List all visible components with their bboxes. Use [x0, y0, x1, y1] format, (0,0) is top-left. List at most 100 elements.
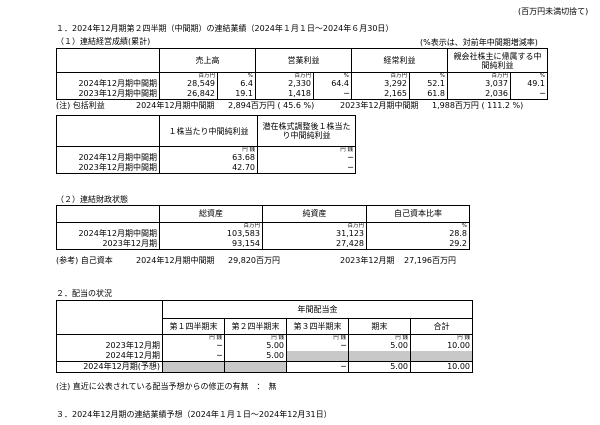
cell-value: 2,330 [255, 79, 314, 89]
unit-label: % [510, 72, 548, 79]
ci-2023-label: 2023年12月期中間期 [340, 101, 419, 110]
cell-value: ─ [257, 153, 356, 163]
cell-value: 52.1 [409, 79, 448, 89]
col-year-end: 期末 [348, 318, 411, 335]
comprehensive-income-label: (注) 包括利益 [56, 101, 105, 110]
section1-subtitle: （１）連結経営成績(累計) [56, 37, 151, 46]
cell-value: ─ [510, 89, 548, 100]
unit-label: 円 銭 [257, 146, 356, 153]
cell-value: 10.00 [410, 341, 473, 351]
row-label: 2023年12月期 [56, 341, 163, 351]
row-label: 2024年12月期中間期 [56, 79, 160, 89]
blank-cell [348, 351, 411, 362]
corner-cell [56, 300, 163, 319]
cell-value: ─ [257, 163, 356, 174]
cell-value: 19.1 [217, 89, 256, 100]
financial-position-table: 総資産 純資産 自己資本比率 百万円 百万円 % 2024年12月期中間期 10… [56, 205, 470, 250]
row-label: 2023年12月期中間期 [56, 163, 160, 174]
pct-note: (%表示は、対前年中間期増減率) [420, 38, 538, 47]
cell-value: 5.00 [348, 361, 411, 373]
table-row: 2024年12月期中間期 28,549 6.4 2,330 64.4 3,292… [56, 79, 548, 89]
blank-cell [224, 361, 287, 373]
row-label: 2024年12月期 [56, 351, 163, 362]
cell-value: ─ [162, 351, 225, 362]
col-equity-ratio: 自己資本比率 [366, 205, 470, 223]
ci-2024-value: 2,894百万円 ( 45.6 %) [228, 101, 315, 110]
col-net-assets: 純資産 [262, 205, 367, 223]
section2-title: ２．配当の状況 [56, 289, 112, 298]
financial-position-title: （２）連結財政状態 [56, 195, 128, 204]
table-row: 2023年12月期中間期 42.70 ─ [56, 163, 356, 174]
cell-value: 1,418 [255, 89, 314, 100]
row-label: 2024年12月期中間期 [56, 229, 160, 239]
corner-cell [56, 205, 160, 223]
col-net-income: 親会社株主に帰属する中間純利益 [447, 48, 548, 73]
cell-value: 2,036 [447, 89, 511, 100]
cell-value: 3,037 [447, 79, 511, 89]
row-label: 2023年12月期中間期 [56, 89, 160, 100]
row-label: 2024年12月期(予想) [56, 361, 163, 373]
cell-value: 31,123 [262, 229, 367, 239]
cell-value: 10.00 [410, 361, 473, 373]
cell-value: 5.00 [224, 341, 287, 351]
row-label: 2024年12月期中間期 [56, 153, 160, 163]
row-label: 2023年12月期 [56, 239, 160, 250]
ci-2023-value: 1,988百万円 ( 111.2 %) [432, 101, 524, 110]
cell-value: 2,165 [351, 89, 410, 100]
dividends-table: 年間配当金 第１四半期末 第２四半期末 第３四半期末 期末 合計 円 銭 円 銭… [56, 300, 473, 373]
col-q2: 第２四半期末 [224, 318, 287, 335]
cell-value: 64.4 [313, 79, 352, 89]
blank-cell [410, 351, 473, 362]
equity-reference-label: (参考) 自己資本 [56, 256, 113, 265]
cell-value: 42.70 [159, 163, 258, 174]
table-row: 2024年12月期中間期 103,583 31,123 28.8 [56, 229, 470, 239]
dividend-revision-note: (注) 直近に公表されている配当予想からの修正の有無 ： 無 [56, 382, 277, 391]
col-sales: 売上高 [159, 48, 256, 73]
col-eps: １株当たり中間純利益 [159, 115, 258, 147]
blank-cell [162, 361, 225, 373]
table-row: 2024年12月期中間期 63.68 ─ [56, 153, 356, 163]
cell-value: 61.8 [409, 89, 448, 100]
equity-2024-value: 29,820百万円 [228, 256, 280, 265]
annual-dividend-header: 年間配当金 [162, 300, 473, 319]
col-diluted-eps: 潜在株式調整後１株当たり中間純利益 [257, 115, 356, 147]
cell-value: ─ [286, 341, 349, 351]
cell-value: 63.68 [159, 153, 258, 163]
cell-value: 28.8 [366, 229, 470, 239]
col-total-assets: 総資産 [159, 205, 263, 223]
cell-value: 49.1 [510, 79, 548, 89]
cell-value: 3,292 [351, 79, 410, 89]
corner-cell [56, 115, 160, 147]
col-q1: 第１四半期末 [162, 318, 225, 335]
equity-2023-value: 27,196百万円 [404, 256, 456, 265]
cell-value: 5.00 [348, 341, 411, 351]
cell-value: ─ [286, 361, 349, 373]
cell-value: 26,842 [159, 89, 218, 100]
cell-value: 27,428 [262, 239, 367, 250]
operating-results-table: 売上高 営業利益 経常利益 親会社株主に帰属する中間純利益 百万円 % 百万円 … [56, 48, 548, 100]
cell-value: 93,154 [159, 239, 263, 250]
col-operating-income: 営業利益 [255, 48, 352, 73]
blank-cell [286, 351, 349, 362]
table-row: 2023年12月期 93,154 27,428 29.2 [56, 239, 470, 250]
section3-title: ３．2024年12月期の連結業績予想（2024年１月１日～2024年12月31日… [56, 410, 332, 419]
ci-2024-label: 2024年12月期中間期 [136, 101, 215, 110]
table-row: 2023年12月期中間期 26,842 19.1 1,418 ─ 2,165 6… [56, 89, 548, 100]
cell-value: ─ [313, 89, 352, 100]
cell-value: ─ [162, 341, 225, 351]
cell-value: 29.2 [366, 239, 470, 250]
section1-title: １．2024年12月期第２四半期（中間期）の連結業績（2024年１月１日～202… [56, 24, 394, 33]
cell-value: 5.00 [224, 351, 287, 362]
table-row: 2023年12月期 ─ 5.00 ─ 5.00 10.00 [56, 341, 473, 351]
table-row: 2024年12月期 ─ 5.00 [56, 351, 473, 362]
equity-2024-label: 2024年12月期中間期 [136, 256, 215, 265]
cell-value: 28,549 [159, 79, 218, 89]
cell-value: 6.4 [217, 79, 256, 89]
equity-2023-label: 2023年12月期 [340, 256, 395, 265]
table-row: 2024年12月期(予想) ─ 5.00 10.00 [56, 361, 473, 373]
cell-value: 103,583 [159, 229, 263, 239]
unit-label: % [366, 222, 470, 229]
col-q3: 第３四半期末 [286, 318, 349, 335]
corner-cell [56, 48, 160, 73]
col-ordinary-income: 経常利益 [351, 48, 448, 73]
